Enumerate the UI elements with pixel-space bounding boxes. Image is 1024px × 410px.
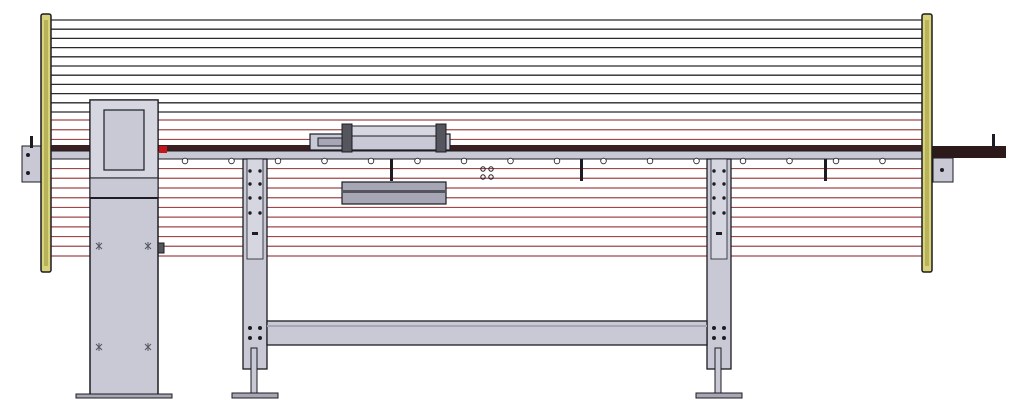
right-mount-bracket [932, 134, 1006, 183]
rail-hole [786, 157, 793, 165]
rail-hole [414, 157, 421, 165]
rail-hole [367, 157, 375, 165]
cross-beam [266, 320, 708, 346]
rail-hole [693, 157, 700, 165]
rail-hole [507, 157, 514, 165]
lower-clamp-block [341, 181, 447, 205]
rail-hole [739, 157, 747, 165]
right-support-leg [695, 158, 743, 399]
left-support-leg [231, 158, 279, 399]
bolt-hole-icon [480, 166, 494, 180]
light-curtain-post-icon [40, 13, 933, 273]
rail-hole [181, 157, 189, 165]
rail-holes [181, 157, 886, 165]
rail-hole [600, 157, 607, 165]
rail-hole [228, 157, 235, 165]
rail-hole [646, 157, 654, 165]
rail-hole [460, 157, 468, 165]
rail-hole [553, 157, 561, 165]
rail-hole [879, 157, 886, 165]
rail-hole [321, 157, 328, 165]
rail-hole [274, 157, 282, 165]
rail-hole [832, 157, 840, 165]
carriage-icon [309, 123, 451, 153]
control-cabinet-icon [75, 99, 173, 399]
